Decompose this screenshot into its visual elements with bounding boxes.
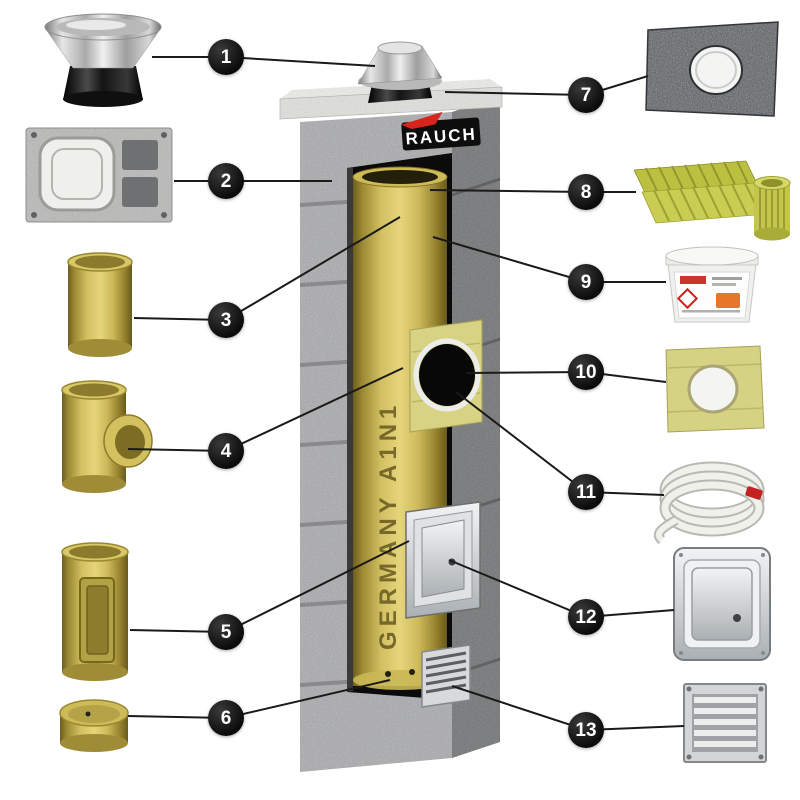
pipe-marking-text: GERMANY A1N1: [375, 401, 402, 650]
part-ventilation-grille-illustration: [683, 683, 767, 763]
part-mortar-bucket-illustration: [665, 246, 759, 323]
callout-badge-5: 5: [208, 614, 244, 650]
chimney-inner-pipe: GERMANY A1N1: [352, 166, 448, 690]
callout-badge-1: 1: [208, 39, 244, 75]
part-inspection-door-illustration: [673, 547, 771, 661]
chimney-steel-cap: [357, 41, 443, 103]
callout-badge-4: 4: [208, 433, 244, 469]
part-condensate-base-illustration: [59, 699, 129, 752]
part-cover-plate-illustration: [645, 21, 779, 117]
part-flue-pipe-illustration: [67, 252, 133, 357]
callout-badge-6: 6: [208, 700, 244, 736]
callout-badge-7: 7: [568, 77, 604, 113]
chimney-ventilation-grille: [421, 644, 471, 708]
brand-logo-text: RAUCH: [405, 125, 478, 149]
chimney-assembly: GERMANY A1N1 RA: [279, 41, 503, 772]
part-concrete-block-illustration: [25, 127, 173, 223]
callout-badge-9: 9: [568, 264, 604, 300]
callout-badge-3: 3: [208, 302, 244, 338]
flame-icon: [401, 111, 443, 130]
callout-badge-10: 10: [568, 354, 604, 390]
brand-logo: RAUCH: [401, 111, 481, 151]
part-insulation-illustration: [633, 160, 791, 241]
callout-badge-8: 8: [568, 174, 604, 210]
part-sealing-rope-illustration: [653, 461, 765, 544]
callout-badge-13: 13: [568, 712, 604, 748]
part-inspection-pipe-illustration: [61, 542, 129, 681]
part-wall-plate-illustration: [665, 345, 765, 433]
part-tee-section-illustration: [61, 380, 153, 493]
callout-badge-12: 12: [568, 599, 604, 635]
chimney-inspection-door: [405, 501, 481, 619]
part-steel-cap-illustration: [44, 13, 162, 107]
callout-badge-2: 2: [208, 163, 244, 199]
chimney-flue-opening: [409, 319, 483, 433]
callout-badge-11: 11: [568, 474, 604, 510]
